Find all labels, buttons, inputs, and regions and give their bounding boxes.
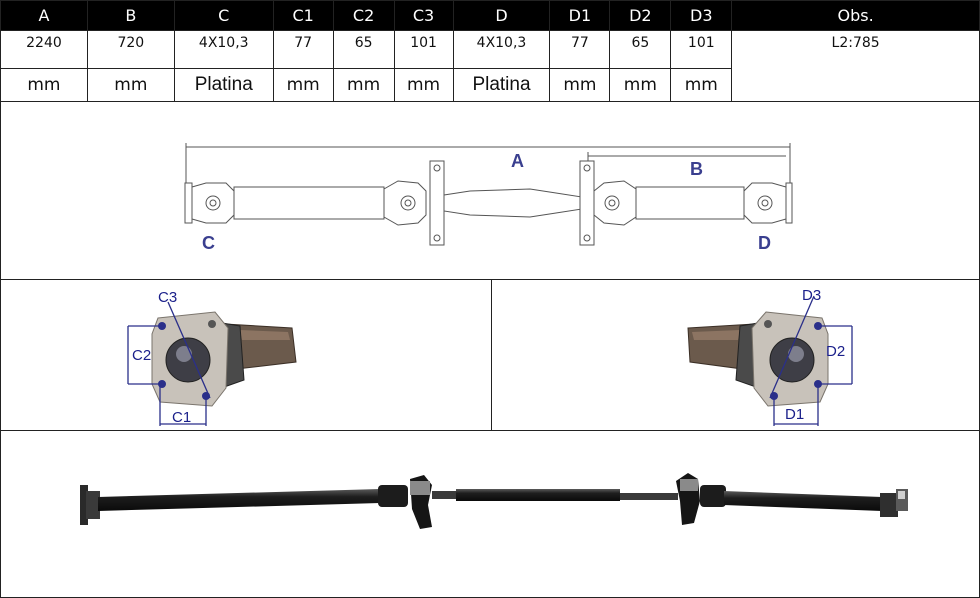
unit-c: Platina [173, 68, 274, 102]
header-obs: Obs. [731, 0, 980, 31]
flange-d-panel: D3 D2 D1 [492, 280, 980, 431]
flange-d-photo: D3 D2 D1 [687, 287, 853, 426]
label-c2: C2 [132, 347, 151, 364]
flange-c-photo: C3 C2 C1 [127, 289, 297, 426]
label-d3: D3 [802, 287, 821, 304]
header-d2: D2 [609, 0, 672, 31]
shaft-diagram-panel: A B C D [0, 103, 980, 280]
shaft-product-photo [80, 473, 908, 529]
value-d3: 101 [670, 30, 733, 69]
value-c2: 65 [332, 30, 395, 69]
unit-c3: mm [393, 68, 454, 102]
header-c: C [173, 0, 274, 31]
value-obs: L2:785 [731, 30, 980, 102]
value-row: 2240 720 4X10,3 77 65 101 4X10,3 77 65 1… [0, 30, 980, 102]
shaft-line-drawing: A B C D [184, 143, 793, 253]
label-c3: C3 [158, 289, 177, 306]
shaft-photo-panel [0, 431, 980, 597]
flange-c-panel: C3 C2 C1 [0, 280, 492, 431]
unit-c1: mm [272, 68, 334, 102]
value-c3: 101 [393, 30, 454, 69]
value-a: 2240 [0, 30, 88, 69]
value-d2: 65 [609, 30, 672, 69]
spec-table: A B C C1 C2 C3 D D1 D2 D3 Obs. 2240 720 … [0, 0, 980, 102]
unit-b: mm [86, 68, 175, 102]
unit-d1: mm [549, 68, 611, 102]
value-d1: 77 [549, 30, 611, 69]
header-d: D [452, 0, 551, 31]
unit-d: Platina [452, 68, 551, 102]
label-c: C [202, 233, 215, 253]
label-b: B [690, 159, 703, 179]
header-d3: D3 [670, 0, 733, 31]
header-c1: C1 [272, 0, 334, 31]
header-d1: D1 [549, 0, 611, 31]
value-c1: 77 [272, 30, 334, 69]
header-a: A [0, 0, 88, 31]
label-d: D [758, 233, 771, 253]
unit-c2: mm [332, 68, 395, 102]
label-c1: C1 [172, 409, 191, 426]
unit-d2: mm [609, 68, 672, 102]
header-b: B [86, 0, 175, 31]
unit-a: mm [0, 68, 88, 102]
header-row: A B C C1 C2 C3 D D1 D2 D3 Obs. [0, 0, 980, 31]
label-d1: D1 [785, 406, 804, 423]
label-a: A [511, 151, 524, 171]
header-c2: C2 [332, 0, 395, 31]
value-d: 4X10,3 [452, 30, 551, 69]
unit-row: mm mm Platina mm mm mm Platina mm mm mm [0, 68, 980, 102]
header-c3: C3 [393, 0, 454, 31]
value-b: 720 [86, 30, 175, 69]
value-c: 4X10,3 [173, 30, 274, 69]
label-d2: D2 [826, 343, 845, 360]
unit-d3: mm [670, 68, 733, 102]
